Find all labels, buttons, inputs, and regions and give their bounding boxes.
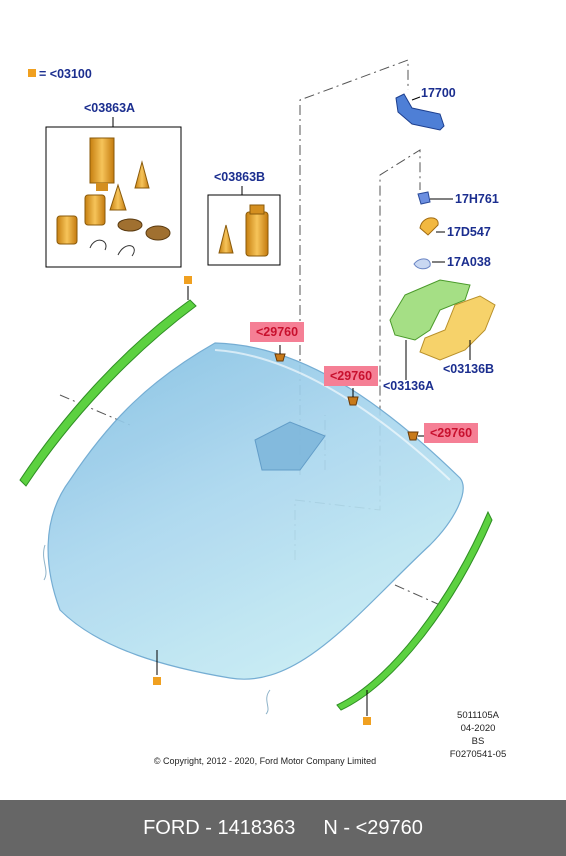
footer-part-number: FORD - 1418363 — [143, 816, 296, 839]
kit-box-03863a — [45, 117, 182, 268]
footer-bar: FORD - 1418363 N - <29760 — [0, 800, 566, 856]
part-17h761 — [417, 191, 453, 205]
label-17d547: 17D547 — [447, 225, 491, 239]
marker-squares — [153, 276, 371, 725]
part-17d547 — [419, 217, 445, 236]
label-03136b: <03136B — [443, 362, 495, 376]
exploded-parts-diagram — [19, 59, 496, 725]
left-moulding — [19, 286, 197, 487]
kit-box-03863b — [207, 186, 281, 266]
windshield-glass — [47, 342, 464, 680]
diagram-meta: 5011105A 04-2020 BS F0270541-05 — [430, 709, 526, 761]
edge-clips — [43, 544, 271, 715]
cover-03136b — [419, 295, 496, 361]
label-17700: 17700 — [421, 86, 456, 100]
label-29760-highlight: <29760 — [424, 423, 479, 443]
cover-03136a — [389, 279, 471, 380]
label-29760-highlight: <29760 — [250, 322, 305, 342]
label-03136a: <03136A — [383, 379, 435, 393]
label-29760-highlight: <29760 — [324, 366, 379, 386]
clips-29760 — [274, 353, 419, 441]
right-moulding — [336, 510, 493, 716]
legend-marker-icon — [28, 69, 36, 77]
label-03863a: <03863A — [84, 101, 136, 115]
label-17a038: 17A038 — [447, 255, 491, 269]
legend: = <03100 — [28, 67, 92, 81]
label-17h761: 17H761 — [455, 192, 499, 206]
meta-bs: BS — [471, 736, 485, 747]
meta-ref: F0270541-05 — [449, 749, 507, 760]
part-17a038 — [413, 258, 445, 270]
meta-date: 04-2020 — [460, 723, 496, 734]
footer-note: N - <29760 — [323, 816, 423, 839]
meta-code: 5011105A — [457, 710, 499, 721]
copyright-text: © Copyright, 2012 - 2020, Ford Motor Com… — [153, 756, 377, 766]
label-03863b: <03863B — [214, 170, 266, 184]
legend-text: = <03100 — [39, 67, 92, 81]
mirror-17700 — [395, 93, 445, 131]
